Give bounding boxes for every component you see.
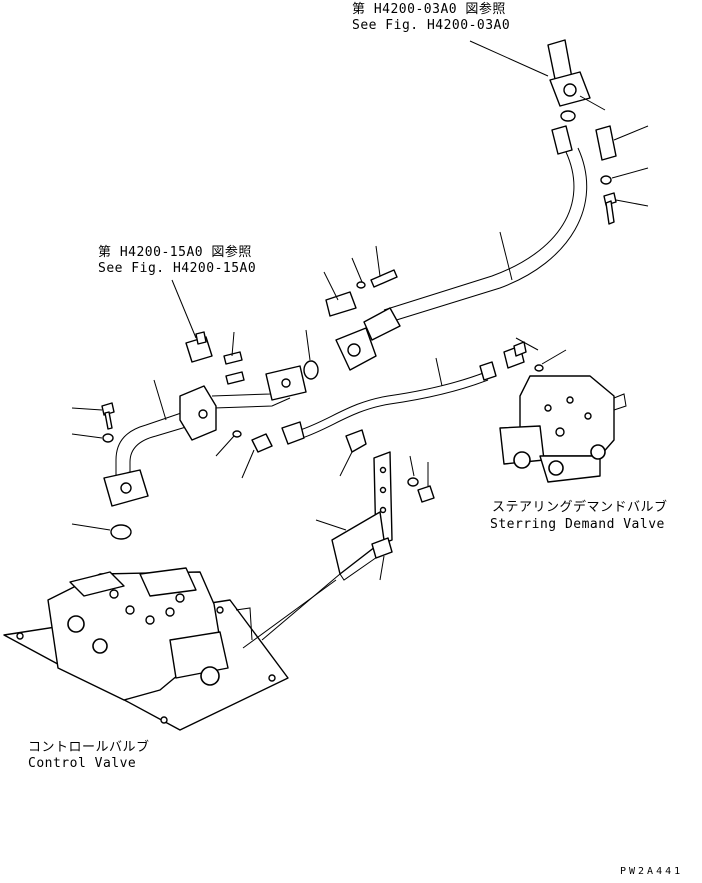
washer-bracket	[407, 477, 419, 487]
steering-valve-label-en: Sterring Demand Valve	[490, 517, 665, 532]
connector-fitting	[251, 433, 273, 453]
small-o-ring	[232, 430, 242, 438]
reference-left-en: See Fig. H4200-15A0	[98, 261, 257, 276]
steel-tube	[103, 365, 307, 507]
clip	[345, 429, 367, 453]
bolt-pair	[223, 351, 245, 385]
top-flange	[547, 39, 591, 107]
steering-valve-label-jp: ステアリングデマンドバルブ	[492, 500, 668, 515]
o-ring-left	[303, 360, 319, 380]
elbow-fitting-right	[503, 341, 527, 369]
control-valve-label-en: Control Valve	[28, 756, 137, 771]
o-ring-top	[560, 110, 576, 122]
bolt-bracket	[371, 537, 393, 559]
leader-lines	[71, 40, 649, 649]
washer-top	[600, 175, 612, 185]
small-hose	[281, 361, 497, 445]
drawing-code: PW2A441	[620, 866, 684, 877]
split-flange-mid	[325, 291, 357, 317]
control-valve-body	[47, 567, 253, 701]
control-valve-seal	[110, 524, 132, 540]
washer-mid	[356, 281, 366, 289]
bolt-left	[101, 402, 115, 430]
control-valve-label-jp: コントロールバルブ	[28, 740, 150, 755]
nut-bracket	[417, 485, 435, 503]
elbow-fitting-left	[185, 331, 213, 363]
o-ring-right	[534, 364, 544, 372]
split-flange-halves	[551, 125, 617, 161]
reference-top-jp: 第 H4200-03A0 図参照	[352, 2, 506, 17]
washer-left	[102, 433, 114, 443]
reference-left-jp: 第 H4200-15A0 図参照	[98, 245, 252, 260]
steering-demand-valve	[499, 375, 627, 483]
reference-top-en: See Fig. H4200-03A0	[352, 18, 511, 33]
bolt-top	[603, 192, 617, 225]
bolt-mid	[370, 269, 398, 288]
main-hose	[335, 147, 588, 371]
